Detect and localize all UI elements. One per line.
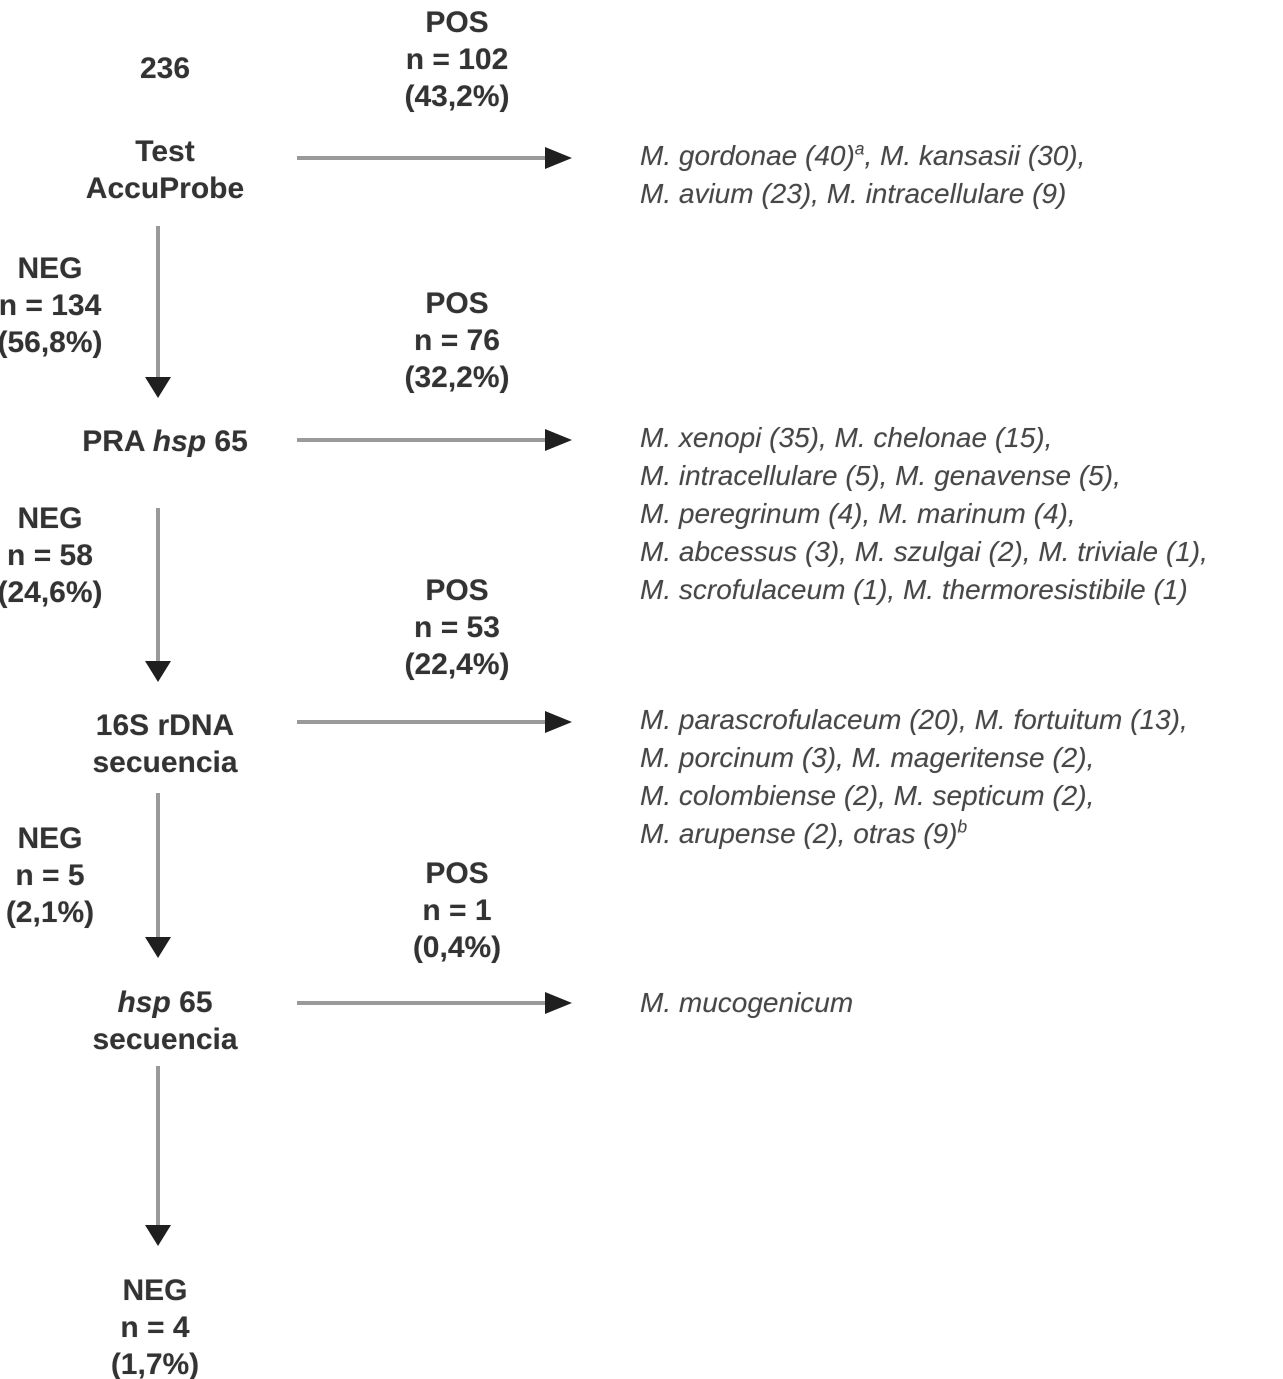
footnote-marker-b: b <box>957 816 968 837</box>
branch-percent: (2,1%) <box>5 896 95 929</box>
species-text: , M. kansasii (30), <box>864 140 1086 171</box>
arrowhead-down-icon <box>145 1225 171 1246</box>
arrow-down-16s-neg <box>145 793 171 958</box>
branch-percent: (24,6%) <box>0 576 103 609</box>
branch-count: n = 58 <box>7 539 93 572</box>
branch-result: NEG <box>17 822 83 855</box>
species-list-accuprobe: M. gordonae (40)a, M. kansasii (30), M. … <box>640 137 1283 213</box>
node-line: 16S rDNA <box>95 709 235 742</box>
species-line: M. intracellulare (5), M. genavense (5), <box>640 460 1121 491</box>
neg-branch-3: NEG n = 5 (2,1%) <box>0 820 105 931</box>
node-hsp65-secuencia: hsp 65 secuencia <box>35 984 295 1058</box>
node-text: 65 <box>170 986 213 1019</box>
species-list-hsp65: M. mucogenicum <box>640 984 1283 1022</box>
arrowhead-down-icon <box>145 937 171 958</box>
neg-branch-1: NEG n = 134 (56,8%) <box>0 250 105 361</box>
node-text-italic: hsp <box>152 425 207 458</box>
neg-branch-final: NEG n = 4 (1,7%) <box>35 1272 275 1379</box>
species-line: M. xenopi (35), M. chelonae (15), <box>640 422 1053 453</box>
arrow-down-pra-neg <box>145 508 171 682</box>
species-line: M. mucogenicum <box>640 987 854 1018</box>
species-line: M. peregrinum (4), M. marinum (4), <box>640 498 1076 529</box>
node-line: Test <box>135 135 195 168</box>
node-16s-rdna: 16S rDNA secuencia <box>35 707 295 781</box>
arrow-down-accuprobe-neg <box>145 226 171 398</box>
arrowhead-right-icon <box>545 711 572 733</box>
species-line: M. gordonae (40)a, M. kansasii (30), <box>640 137 1283 175</box>
arrowhead-right-icon <box>545 429 572 451</box>
branch-result: POS <box>425 6 489 39</box>
branch-count: n = 1 <box>422 894 492 927</box>
total-count: 236 <box>139 52 191 85</box>
arrow-right-accuprobe-pos <box>297 147 572 169</box>
branch-result: POS <box>425 287 489 320</box>
node-line: AccuProbe <box>85 172 245 205</box>
pos-branch-2: POS n = 76 (32,2%) <box>332 285 582 396</box>
species-line: M. avium (23), M. intracellulare (9) <box>640 178 1067 209</box>
branch-percent: (56,8%) <box>0 326 103 359</box>
branch-count: n = 134 <box>0 289 102 322</box>
pos-branch-3: POS n = 53 (22,4%) <box>332 572 582 683</box>
arrow-right-pra-pos <box>297 429 572 451</box>
species-line: M. scrofulaceum (1), M. thermoresistibil… <box>640 574 1188 605</box>
branch-count: n = 76 <box>414 324 500 357</box>
branch-result: POS <box>425 574 489 607</box>
pos-branch-4: POS n = 1 (0,4%) <box>332 855 582 966</box>
node-line: hsp 65 <box>35 984 295 1021</box>
arrow-shaft <box>297 1001 547 1005</box>
arrow-shaft <box>156 793 160 939</box>
arrow-shaft <box>156 508 160 663</box>
node-text-italic: hsp <box>117 986 171 1019</box>
branch-count: n = 102 <box>405 43 509 76</box>
branch-result: NEG <box>122 1274 188 1307</box>
branch-count: n = 53 <box>414 611 500 644</box>
branch-result: NEG <box>17 252 83 285</box>
node-text: 65 <box>206 425 248 458</box>
neg-branch-2: NEG n = 58 (24,6%) <box>0 500 105 611</box>
species-line: M. porcinum (3), M. mageritense (2), <box>640 742 1095 773</box>
branch-percent: (0,4%) <box>412 931 502 964</box>
arrow-shaft <box>156 226 160 379</box>
arrowhead-down-icon <box>145 377 171 398</box>
species-text: M. gordonae (40) <box>640 140 855 171</box>
arrowhead-right-icon <box>545 147 572 169</box>
branch-percent: (22,4%) <box>404 648 510 681</box>
node-test-accuprobe: Test AccuProbe <box>35 133 295 207</box>
branch-percent: (32,2%) <box>404 361 510 394</box>
arrow-shaft <box>156 1066 160 1227</box>
arrow-shaft <box>297 720 547 724</box>
arrowhead-right-icon <box>545 992 572 1014</box>
species-line: M. abcessus (3), M. szulgai (2), M. triv… <box>640 536 1208 567</box>
species-line: M. parascrofulaceum (20), M. fortuitum (… <box>640 704 1188 735</box>
branch-result: NEG <box>17 502 83 535</box>
branch-percent: (43,2%) <box>404 80 510 113</box>
species-list-16s: M. parascrofulaceum (20), M. fortuitum (… <box>640 701 1283 853</box>
node-text: PRA <box>82 425 153 458</box>
footnote-marker-a: a <box>854 138 865 159</box>
arrow-shaft <box>297 156 547 160</box>
node-line: secuencia <box>92 1023 238 1056</box>
node-line: secuencia <box>92 746 238 779</box>
pos-branch-1: POS n = 102 (43,2%) <box>332 4 582 115</box>
arrow-right-hsp65-pos <box>297 992 572 1014</box>
branch-result: POS <box>425 857 489 890</box>
node-pra-hsp65: PRA hsp 65 <box>35 423 295 460</box>
species-text: M. arupense (2), otras (9) <box>640 818 958 849</box>
arrow-shaft <box>297 438 547 442</box>
branch-count: n = 5 <box>15 859 85 892</box>
arrow-down-hsp65-neg <box>145 1066 171 1246</box>
species-line: M. arupense (2), otras (9)b <box>640 815 1283 853</box>
arrow-right-16s-pos <box>297 711 572 733</box>
branch-count: n = 4 <box>120 1311 190 1344</box>
species-line: M. colombiense (2), M. septicum (2), <box>640 780 1095 811</box>
species-list-pra: M. xenopi (35), M. chelonae (15), M. int… <box>640 419 1283 609</box>
branch-percent: (1,7%) <box>110 1348 200 1379</box>
arrowhead-down-icon <box>145 661 171 682</box>
